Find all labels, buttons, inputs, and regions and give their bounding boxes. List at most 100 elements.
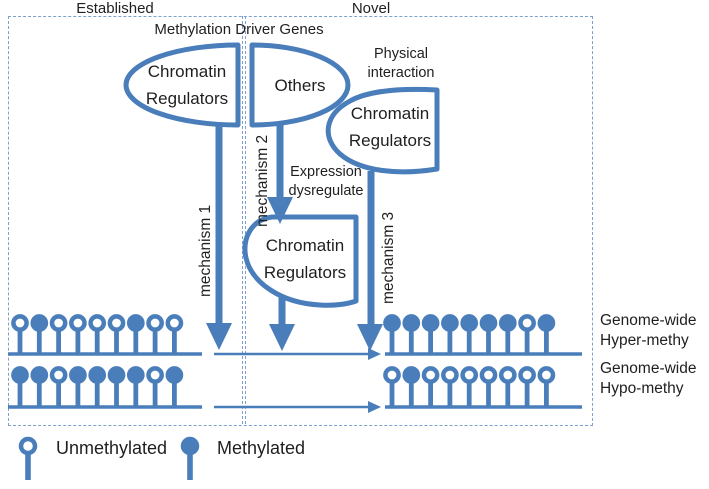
methylated-site [30, 314, 49, 332]
unmethylated-site [146, 366, 164, 384]
lollipop-stem [94, 375, 100, 406]
legend-unmethylated-label: Unmethylated [56, 438, 168, 458]
lollipop-stem [36, 323, 42, 353]
left-regulators-shape [123, 42, 241, 128]
lollipop-row-right-top [383, 314, 556, 353]
unmethylated-site [69, 314, 87, 332]
lollipop-row-left-top [11, 314, 184, 353]
methylated-site [460, 314, 479, 332]
lollipop-stem [133, 323, 139, 353]
methylated-site [498, 314, 517, 332]
lollipop-stem [447, 323, 453, 353]
unmethylated-site [49, 314, 68, 332]
mechanism2-label: mechanism 2 [254, 134, 271, 227]
lollipop-stem [544, 375, 549, 406]
lollipop-stem [152, 323, 158, 353]
mechanism2-arrow [269, 296, 295, 351]
mechanism1-label: mechanism 1 [197, 204, 214, 297]
right-regulators-shape [325, 86, 440, 175]
unmethylated-site [421, 366, 440, 384]
unmethylated-site [518, 314, 536, 332]
unmethylated-site [537, 366, 556, 384]
mechanism3-label: mechanism 3 [380, 211, 397, 304]
middle-regulators-label: Chromatin Regulators [263, 236, 347, 282]
methylated-site [421, 314, 440, 332]
middle-regulators-shape [242, 214, 359, 308]
mechanism3-arrow [357, 171, 383, 351]
legend-methylated-label: Methylated [217, 438, 306, 458]
novel-heading: Novel [351, 0, 391, 17]
lollipop-stem [75, 323, 81, 353]
lollipop-row-left-bottom [11, 366, 184, 406]
physical-interaction-note: Physical interaction [367, 46, 435, 81]
lollipop-stem [428, 375, 433, 406]
lollipop-stem [36, 375, 42, 406]
right-regulators-label: Chromatin Regulators [348, 104, 432, 150]
unmethylated-site [146, 314, 164, 332]
lollipop-stem [56, 375, 61, 406]
methylated-site [165, 366, 184, 384]
lollipop-stem [486, 323, 491, 353]
unmethylated-site [498, 366, 517, 384]
unmethylated-site [383, 366, 401, 384]
lollipop-stem [152, 375, 158, 406]
others-label: Others [274, 76, 326, 95]
lollipop-stem [544, 323, 549, 353]
lollipop-stem [114, 375, 119, 406]
unmethylated-site [460, 366, 479, 384]
lollipop-stem [17, 375, 23, 406]
methylated-site [11, 366, 29, 384]
lollipop-stem [75, 375, 81, 406]
lollipop-stem [486, 375, 491, 406]
lollipop-stem [524, 323, 530, 353]
established-novel-divider [242, 16, 246, 424]
established-heading: Established [76, 0, 154, 17]
lollipop-stem [56, 323, 61, 353]
lollipop-stem [389, 375, 395, 406]
methylated-site [479, 314, 498, 332]
methylated-site [88, 366, 107, 384]
unmethylated-icon [18, 436, 38, 480]
lollipop-stem [94, 323, 100, 353]
lollipop-stem [389, 323, 395, 353]
diagram-title: Methylation Driver Genes [154, 21, 324, 38]
lollipop-stem [408, 375, 414, 406]
methylated-site [383, 314, 401, 332]
unmethylated-site [165, 314, 184, 332]
lollipop-stem [524, 375, 530, 406]
genome-wide-hypo-label: Genome-wide Hypo-methy [600, 360, 697, 397]
unmethylated-site [88, 314, 107, 332]
lollipop-stem [505, 375, 511, 406]
genome-wide-hyper-label: Genome-wide Hyper-methy [600, 312, 697, 349]
methylated-site [441, 314, 459, 332]
unmethylated-site [49, 366, 68, 384]
expression-dysregulate-note: Expression dysregulate [288, 164, 364, 199]
unmethylated-site [441, 366, 459, 384]
lollipop-stem [466, 323, 472, 353]
lollipop-stem [172, 375, 177, 406]
methylated-site [126, 366, 145, 384]
methylated-site [107, 366, 126, 384]
lollipop-stem [17, 323, 23, 353]
hyper-transition-arrow [214, 348, 381, 360]
methylated-site [30, 366, 49, 384]
left-regulators-label: Chromatin Regulators [145, 62, 229, 108]
lollipop-stem [114, 323, 119, 353]
unmethylated-site [518, 366, 536, 384]
methylated-icon [180, 436, 200, 480]
methylated-site [69, 366, 87, 384]
unmethylated-site [107, 314, 126, 332]
methylated-site [537, 314, 556, 332]
others-shape [249, 42, 351, 128]
unmethylated-site [11, 314, 29, 332]
expression-dysregulate-arrow [267, 124, 293, 224]
hypo-transition-arrow [214, 401, 381, 413]
methylated-site [402, 366, 421, 384]
unmethylated-site [479, 366, 498, 384]
lollipop-stem [172, 323, 177, 353]
outer-dashed-box [8, 16, 593, 426]
methylated-site [126, 314, 145, 332]
lollipop-stem [466, 375, 472, 406]
